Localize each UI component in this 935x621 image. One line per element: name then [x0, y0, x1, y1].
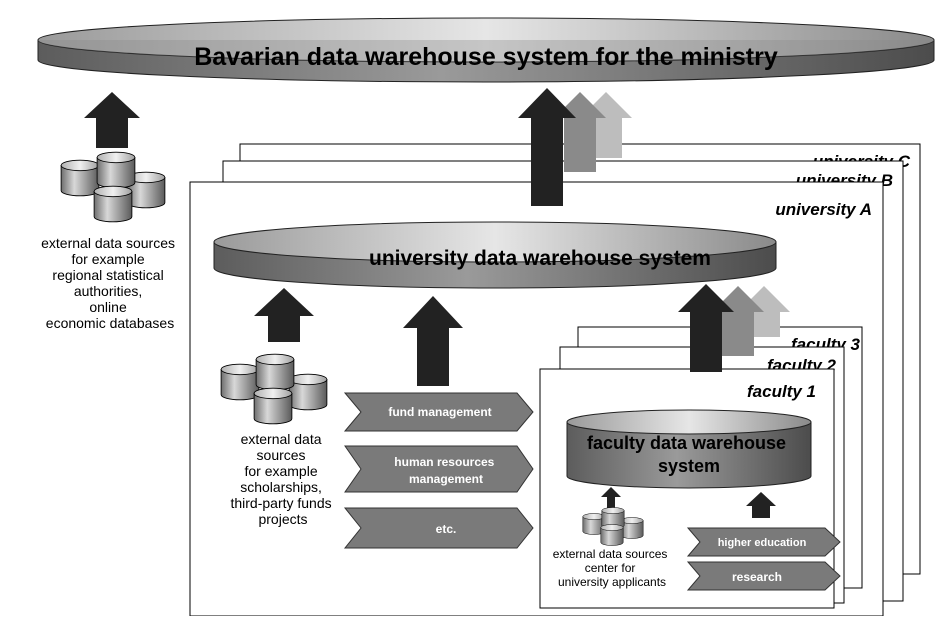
database-icon: [288, 373, 328, 411]
database-icon: [96, 151, 136, 189]
ministry-ext-line: online: [89, 299, 127, 315]
faculty-dw-label: faculty data warehouse system: [587, 433, 791, 476]
database-icon: [93, 185, 133, 223]
source-chevron-human-resources: [344, 445, 534, 493]
university-dw-disk: [213, 221, 777, 289]
database-icon: [220, 363, 260, 401]
university-ext-line: projects: [258, 511, 307, 527]
university-ext-line: for example: [244, 463, 317, 479]
hr-line-2: management: [409, 472, 483, 486]
database-icon: [253, 387, 293, 425]
faculty-external-sources-label: external data sources center for univers…: [553, 545, 672, 589]
up-arrow-university-a: [518, 88, 576, 206]
faculty-ext-line: university applicants: [558, 575, 666, 589]
source-chevron-fund-management: [343, 392, 534, 432]
ministry-dw-disk: [37, 17, 935, 83]
up-arrow-faculty-1: [678, 284, 734, 372]
hr-line-1: human resources: [394, 455, 494, 469]
source-chevron-higher-education: [686, 527, 841, 557]
source-label-research: research: [732, 570, 782, 584]
faculty-label-1: faculty 1: [747, 382, 816, 401]
university-ext-line: external data: [241, 431, 322, 447]
ministry-title: Bavarian data warehouse system for the m…: [194, 43, 778, 71]
university-ext-line: third-party funds: [230, 495, 331, 511]
up-arrow-external-to-faculty: [601, 487, 621, 510]
ministry-ext-line: authorities,: [74, 283, 142, 299]
up-arrow-sources-to-university: [403, 296, 463, 386]
faculty-dw-line-1: faculty data warehouse: [587, 433, 786, 453]
ministry-ext-line: for example: [71, 251, 144, 267]
source-label-etc: etc.: [436, 522, 457, 536]
university-ext-line: scholarships,: [240, 479, 322, 495]
ministry-ext-line: economic databases: [46, 315, 174, 331]
faculty-ext-line: external data sources: [553, 547, 668, 561]
university-dw-label: university data warehouse system: [369, 247, 711, 270]
university-ext-line: sources: [257, 447, 306, 463]
ministry-ext-line: regional statistical: [52, 267, 163, 283]
ministry-ext-line: external data sources: [41, 235, 175, 251]
source-chevron-research: [686, 561, 841, 591]
database-icon: [600, 524, 624, 546]
university-label-a: university A: [775, 200, 872, 219]
university-external-sources-label: external data sources for example schola…: [230, 431, 335, 527]
up-arrow-external-to-ministry: [84, 92, 140, 148]
source-label-human-resources: human resources management: [394, 455, 497, 486]
faculty-dw-line-2: system: [658, 456, 720, 476]
up-arrow-external-to-university: [254, 288, 314, 342]
source-chevron-etc: [343, 507, 534, 549]
up-arrow-sources-to-faculty: [746, 492, 776, 518]
ministry-external-db-cluster: [60, 151, 166, 223]
database-icon: [255, 353, 295, 391]
ministry-external-sources-label: external data sources for example region…: [41, 235, 179, 331]
database-icon: [60, 159, 100, 197]
source-label-fund-management: fund management: [388, 405, 491, 419]
faculty-ext-line: center for: [585, 561, 636, 575]
source-label-higher-education: higher education: [718, 537, 807, 549]
faculty-dw-cylinder: [566, 409, 812, 489]
